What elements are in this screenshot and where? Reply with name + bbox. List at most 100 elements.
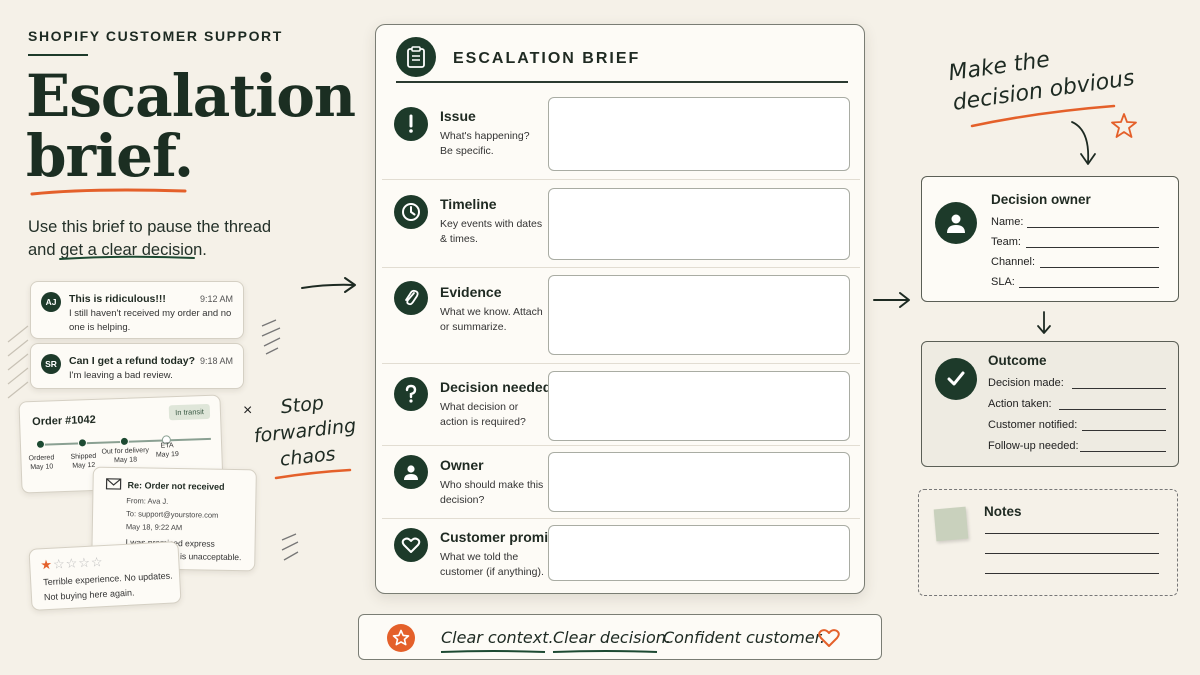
action-taken-input[interactable] bbox=[1059, 409, 1166, 410]
field-hint: Key events with dates & times. bbox=[440, 218, 543, 245]
chat-body: I'm leaving a bad review. bbox=[69, 370, 173, 381]
decision-needed-input[interactable] bbox=[548, 371, 850, 441]
name-input[interactable] bbox=[1027, 227, 1159, 228]
person-icon bbox=[394, 455, 428, 489]
issue-input[interactable] bbox=[548, 97, 850, 171]
divider bbox=[382, 267, 860, 268]
slogan-banner: Clear context. Clear decision. Confident… bbox=[358, 614, 882, 660]
slogan-part3: Confident customer. bbox=[663, 628, 825, 647]
field-label: Action taken: bbox=[988, 398, 1052, 410]
paperclip-icon bbox=[394, 281, 428, 315]
slogan-underline bbox=[552, 650, 658, 653]
tracking-dot bbox=[119, 436, 130, 447]
field-hint: What we told the customer (if anything). bbox=[440, 551, 544, 578]
review-card[interactable]: ★☆☆☆☆ Terrible experience. No updates. N… bbox=[28, 541, 182, 611]
envelope-icon bbox=[105, 478, 122, 490]
field-label-timeline: Timeline bbox=[440, 196, 497, 212]
channel-input[interactable] bbox=[1040, 267, 1159, 268]
note-underline-stroke bbox=[970, 104, 1116, 128]
field-label: Channel: bbox=[991, 256, 1036, 268]
review-body: Terrible experience. No updates. Not buy… bbox=[42, 570, 173, 603]
email-meta: From: Ava J. To: support@yourstore.com M… bbox=[126, 494, 219, 535]
customer-promise-input[interactable] bbox=[548, 525, 850, 581]
email-date: May 18, 9:22 AM bbox=[125, 522, 183, 533]
avatar: SR bbox=[41, 354, 61, 374]
note-underline-stroke bbox=[274, 468, 352, 480]
heart-icon bbox=[394, 528, 428, 562]
field-hint: What's happening? Be specific. bbox=[440, 130, 530, 157]
field-label-evidence: Evidence bbox=[440, 284, 502, 300]
timeline-input[interactable] bbox=[548, 188, 850, 260]
page-title: Escalation brief. bbox=[26, 62, 356, 186]
evidence-input[interactable] bbox=[548, 275, 850, 355]
field-label: Customer notified: bbox=[988, 419, 1078, 431]
title-underline-stroke bbox=[30, 188, 187, 196]
decision-made-input[interactable] bbox=[1072, 388, 1166, 389]
chat-time: 9:18 AM bbox=[199, 356, 233, 366]
field-label-customer-promise: Customer promise bbox=[440, 529, 564, 545]
clipboard-icon bbox=[396, 37, 436, 77]
scribble-mark bbox=[7, 325, 29, 399]
panel-title: Decision owner bbox=[991, 192, 1091, 207]
follow-up-input[interactable] bbox=[1080, 451, 1166, 452]
outcome-panel: Outcome Decision made: Action taken: Cus… bbox=[921, 341, 1179, 467]
field-label: Decision made: bbox=[988, 377, 1064, 389]
field-label-issue: Issue bbox=[440, 108, 476, 124]
star-icon bbox=[1111, 113, 1137, 138]
exclamation-icon bbox=[394, 107, 428, 141]
status-badge: In transit bbox=[168, 403, 211, 421]
email-card[interactable]: Re: Order not received From: Ava J. To: … bbox=[91, 466, 257, 572]
star-icon: ☆ bbox=[65, 555, 79, 572]
field-hint: What we know. Attach or summarize. bbox=[440, 306, 543, 333]
notes-line[interactable] bbox=[985, 573, 1159, 574]
divider bbox=[382, 179, 860, 180]
divider bbox=[382, 518, 860, 519]
team-input[interactable] bbox=[1026, 247, 1159, 248]
scribble-mark bbox=[261, 319, 281, 355]
field-hint: Who should make this decision? bbox=[440, 479, 544, 506]
lead-part2: and bbox=[28, 241, 56, 259]
slogan-underline bbox=[440, 650, 546, 653]
field-label: Follow-up needed: bbox=[988, 440, 1079, 452]
customer-notified-input[interactable] bbox=[1082, 430, 1166, 431]
field-label: Name: bbox=[991, 216, 1024, 228]
checkmark-icon bbox=[935, 358, 977, 400]
chat-title: This is ridiculous!!! bbox=[69, 293, 166, 305]
star-icon: ☆ bbox=[52, 556, 66, 572]
heart-icon bbox=[818, 629, 840, 647]
star-icon: ☆ bbox=[90, 554, 104, 570]
star-icon: ★ bbox=[39, 556, 54, 573]
arrow-down-icon bbox=[1037, 311, 1051, 334]
divider bbox=[396, 81, 848, 83]
field-label-decision-needed: Decision needed bbox=[440, 379, 552, 395]
field-hint: What decision or action is required? bbox=[440, 401, 526, 428]
eyebrow-rule bbox=[28, 54, 88, 56]
star-rating: ★☆☆☆☆ bbox=[40, 554, 104, 573]
avatar: AJ bbox=[41, 292, 61, 312]
sla-input[interactable] bbox=[1019, 287, 1159, 288]
divider bbox=[382, 445, 860, 446]
notes-line[interactable] bbox=[985, 533, 1159, 534]
slogan-part1: Clear context. bbox=[441, 628, 554, 647]
lead-part1: Use this brief to pause the thread bbox=[28, 218, 272, 236]
tracking-dot bbox=[77, 438, 88, 448]
chat-message-card[interactable]: AJ This is ridiculous!!! 9:12 AM I still… bbox=[30, 281, 244, 339]
escalation-brief-form: ESCALATION BRIEF Issue What's happening?… bbox=[375, 24, 865, 594]
chat-time: 9:12 AM bbox=[199, 294, 233, 304]
lead-highlight: get a clear decision bbox=[60, 241, 203, 259]
notes-line[interactable] bbox=[985, 553, 1159, 554]
lead-underline-stroke bbox=[59, 255, 195, 260]
slogan-part2: Clear decision. bbox=[553, 628, 671, 647]
page-title-line1: Escalation bbox=[26, 62, 356, 130]
eyebrow-label: SHOPIFY CUSTOMER SUPPORT bbox=[28, 28, 283, 44]
decision-owner-panel: Decision owner Name: Team: Channel: SLA: bbox=[921, 176, 1179, 302]
chat-body: I still haven't received my order and no… bbox=[69, 308, 232, 333]
field-label: Team: bbox=[991, 236, 1021, 248]
panel-title: Outcome bbox=[988, 353, 1047, 368]
field-label: SLA: bbox=[991, 276, 1015, 288]
chat-message-card[interactable]: SR Can I get a refund today? 9:18 AM I'm… bbox=[30, 343, 244, 389]
arrow-down-icon bbox=[1071, 121, 1096, 165]
owner-input[interactable] bbox=[548, 452, 850, 512]
stop-forwarding-note: Stop forwarding chaos bbox=[246, 386, 364, 475]
